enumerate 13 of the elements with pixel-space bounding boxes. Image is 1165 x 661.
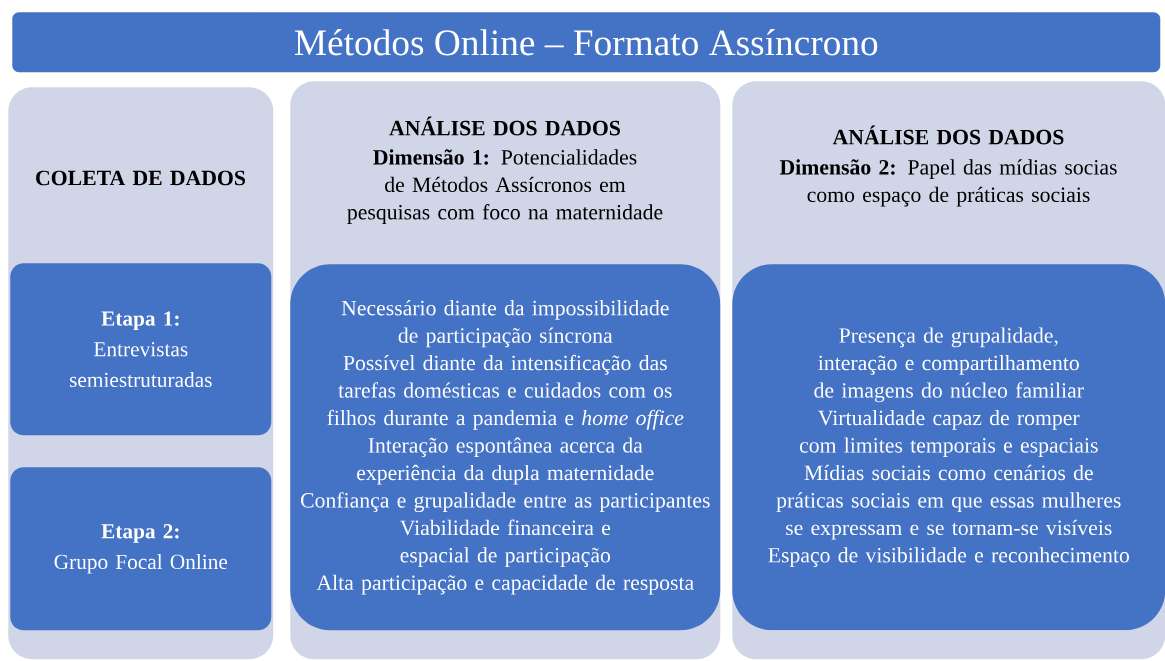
finding-text: Virtualidade capaz de romper com limites temporais e espaciais	[799, 409, 1098, 458]
finding-text: Mídias sociais como cenários de práticas sociais em que essas mulheres se expressam e se tornam-se visíveis	[776, 464, 1121, 540]
finding-text: Viabilidade financeira e espacial de participação	[400, 519, 611, 567]
finding-text: Necessário diante da impossibilidade de participação síncrona	[341, 300, 669, 348]
step-box: Etapa 2: Grupo Focal Online	[10, 467, 272, 631]
finding-text: Possível diante da intensificação das tarefas domésticas e cuidados com os filhos durante a pandemia e home office	[327, 354, 684, 430]
step-box: Etapa 1: Entrevistas semiestruturadas	[10, 263, 272, 436]
finding-text: Confiança e grupalidade entre as participantes	[301, 492, 710, 513]
finding-text: Espaço de visibilidade e reconhecimento	[768, 547, 1130, 567]
finding-text: Interação espontânea acerca da experiência da dupla maternidade	[357, 437, 654, 485]
finding-text: Alta participação e capacidade de resposta	[316, 574, 694, 595]
finding-text: Presença de grupalidade, interação e compartilhamento de imagens do núcleo familiar	[814, 327, 1084, 403]
title-banner: Métodos Online – Formato Assíncrono	[12, 12, 1161, 73]
